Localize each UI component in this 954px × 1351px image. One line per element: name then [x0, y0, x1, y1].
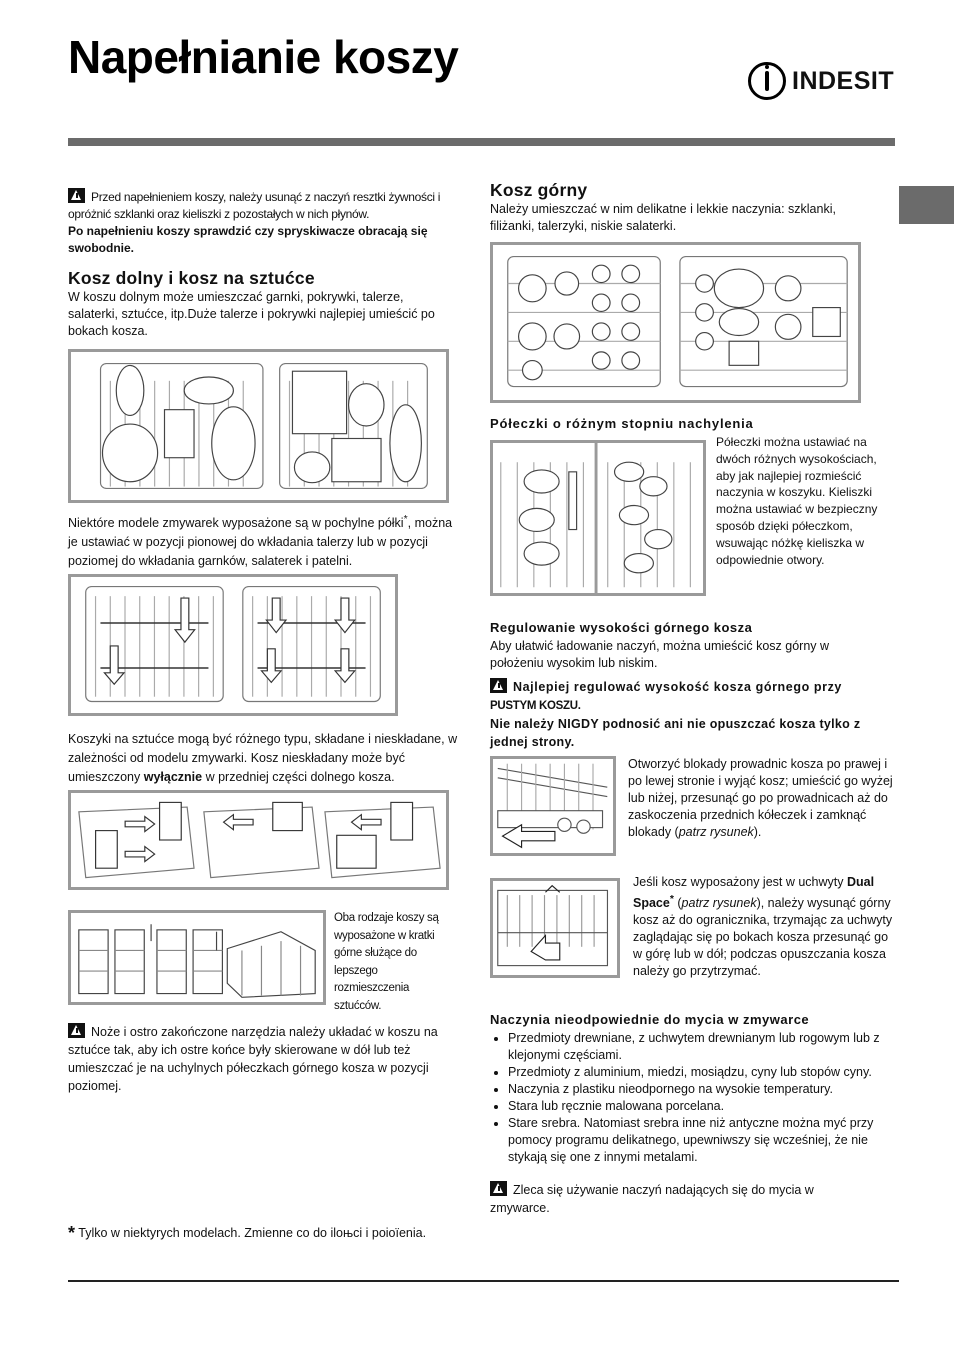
upper-basket-text: Należy umieszczać w nim delikatne i lekk…: [490, 202, 836, 233]
dual-space-figure: [490, 878, 620, 978]
cutlery-grates-text: Oba rodzaje koszy są wyposażone w kratki…: [334, 912, 439, 1012]
upper-basket-figure: [490, 242, 861, 403]
footnote-star: *: [68, 1223, 76, 1243]
knives-warning-block: Noże i ostro zakończone narzędzia należy…: [68, 1023, 456, 1095]
cutlery-basket-positions-figure: [68, 790, 449, 890]
intro-bold-text: Po napełnieniu koszy sprawdzić czy sprys…: [68, 224, 428, 255]
basket-locks-text-1: Otworzyć blokady prowadnic kosza po praw…: [628, 757, 893, 839]
intro-warning-block: Przed napełnieniem koszy, należy usunąć …: [68, 188, 453, 257]
lower-basket-heading: Kosz dolny i kosz na sztućce: [68, 268, 315, 288]
list-item: Naczynia z plastiku nieodpornego na wyso…: [508, 1081, 890, 1098]
indesit-logo: INDESIT: [748, 62, 894, 100]
dual-space-text: Jeśli kosz wyposażony jest w uchwyty Dua…: [633, 874, 895, 980]
knives-warning-text: Noże i ostro zakończone narzędzia należy…: [68, 1025, 438, 1093]
header-divider-bar: [68, 138, 895, 146]
footnote-text: Tylko w niektyrych modelach. Zmienne co …: [78, 1226, 427, 1240]
logo-text: INDESIT: [792, 66, 895, 95]
dual-space-text-3: ), należy wysunąć górny kosz aż do ogran…: [633, 896, 893, 979]
height-warning-block: Najlepiej regulować wysokość kosza górne…: [490, 678, 890, 751]
warning-icon: [68, 1023, 85, 1038]
basket-locks-text: Otworzyć blokady prowadnic kosza po praw…: [628, 756, 896, 841]
tilting-shelves-heading: Półeczki o różnym stopniu nachylenia: [490, 416, 754, 431]
lower-basket-figure: [68, 349, 449, 503]
warning-icon: [68, 188, 85, 203]
upper-basket-heading: Kosz górny: [490, 180, 588, 200]
tilting-shelves-text: Półeczki można ustawiać na dwóch różnych…: [716, 435, 878, 567]
height-warning-text-2: PUSTYM KOSZU.: [490, 700, 581, 712]
list-item: Przedmioty drewniane, z uchwytem drewnia…: [508, 1030, 890, 1064]
footnote-block: * Tylko w niektyrych modelach. Zmienne c…: [68, 1224, 448, 1243]
basket-locks-end: ).: [753, 825, 762, 839]
tilting-shelves-text: Niektóre modele zmywarek wyposażone są w…: [68, 510, 458, 571]
logo-i-icon: [748, 62, 786, 100]
footnote-star: *: [403, 514, 408, 525]
warning-icon: [490, 1181, 507, 1196]
side-tab-marker: [899, 186, 954, 224]
dual-space-bold: Dual Space: [633, 875, 875, 911]
list-item: Stara lub ręcznie malowana porcelana.: [508, 1098, 890, 1115]
dual-space-text-1: Jeśli kosz wyposażony jest w uchwyty: [633, 875, 847, 889]
list-item: Stare srebra. Natomiast srebra inne niż …: [508, 1115, 890, 1166]
footer-divider: [68, 1280, 899, 1282]
warning-icon: [490, 678, 507, 693]
dual-space-text-2: (: [673, 896, 682, 911]
final-warning-block: Zleca się używanie naczyń nadających się…: [490, 1181, 870, 1217]
cutlery-grates-figure: [68, 910, 326, 1005]
dual-space-italic: patrz rysunek: [681, 896, 757, 911]
tilting-racks-figure: [490, 440, 706, 596]
intro-warning-text: Przed napełnieniem koszy, należy usunąć …: [68, 190, 441, 221]
tilting-shelves-text-1: Niektóre modele zmywarek wyposażone są w…: [68, 516, 404, 531]
height-adjust-text: Aby ułatwić ładowanie naczyń, można umie…: [490, 639, 830, 670]
height-warning-text-3: Nie należy NIGDY podnosić ani nie opuszc…: [490, 717, 861, 749]
cutlery-text-1: Koszyki na sztućce mogą być różnego typu…: [68, 732, 458, 784]
page-title: Napełnianie koszy: [68, 31, 459, 83]
list-item: Przedmioty z aluminium, miedzi, mosiądzu…: [508, 1064, 890, 1081]
basket-locks-figure: [490, 756, 616, 856]
tilting-shelves-text-2: , można je ustawiać w pozycji pionowej d…: [68, 516, 453, 569]
basket-locks-italic: patrz rysunek: [678, 825, 754, 839]
unsuitable-list: Przedmioty drewniane, z uchwytem drewnia…: [490, 1030, 890, 1166]
cutlery-text-2: w przedniej części dolnego kosza.: [202, 770, 395, 784]
height-adjust-heading: Regulowanie wysokości górnego kosza: [490, 620, 753, 635]
height-warning-text-1: Najlepiej regulować wysokość kosza górne…: [513, 680, 842, 694]
cutlery-basket-text: Koszyki na sztućce mogą być różnego typu…: [68, 730, 458, 787]
unsuitable-heading: Naczynia nieodpowiednie do mycia w zmywa…: [490, 1012, 810, 1027]
tilting-shelves-figure: [68, 574, 398, 716]
final-warning-text: Zleca się używanie naczyń nadających się…: [490, 1183, 814, 1215]
lower-basket-text: W koszu dolnym może umieszczać garnki, p…: [68, 290, 435, 338]
cutlery-text-bold: wyłącznie: [143, 770, 203, 784]
footnote-star: *: [669, 894, 674, 905]
